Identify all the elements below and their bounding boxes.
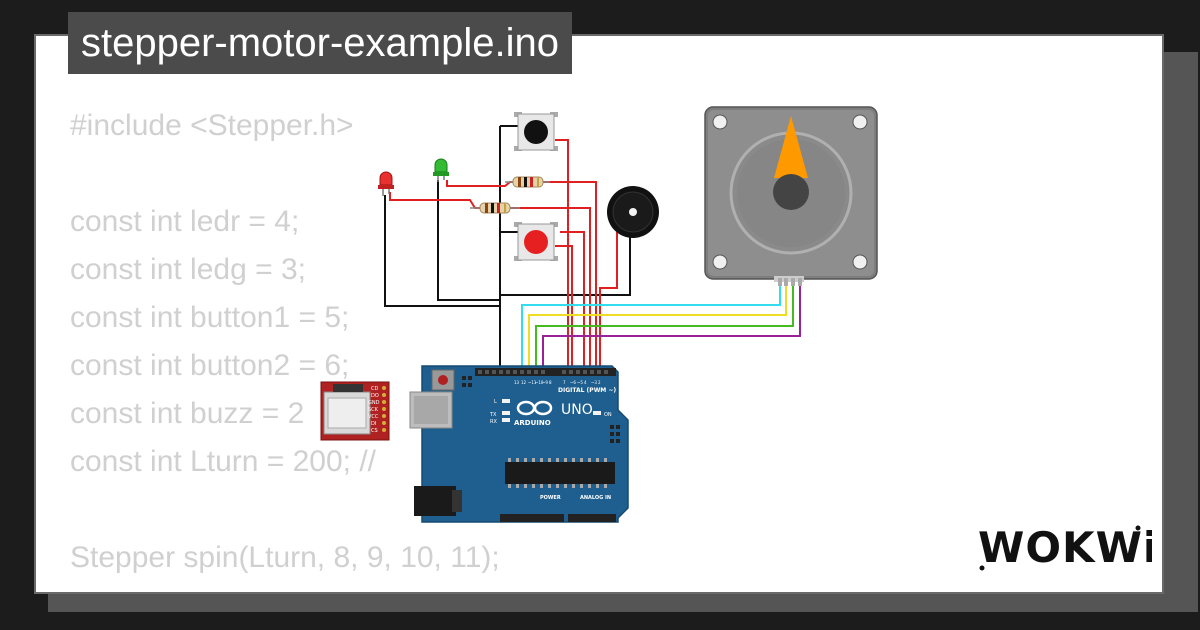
wire-black-led-red [384, 195, 500, 307]
pushbutton-red-icon [514, 222, 558, 261]
code-preview: #include <Stepper.h> const int ledr = 4;… [70, 102, 500, 582]
analog-header-label: ANALOG IN [580, 495, 611, 501]
wire-red-led-red [389, 192, 591, 368]
led-green-icon [433, 158, 449, 182]
wire-black-buzzer [500, 232, 631, 296]
project-title: stepper-motor-example.ino [68, 12, 572, 74]
code-line: const int button2 = 6; [70, 349, 350, 382]
sd-pin-label: CD [371, 386, 378, 392]
wire-red-button2 [555, 245, 573, 368]
svg-text:~3: ~3 [591, 380, 597, 385]
svg-text:4: 4 [584, 380, 587, 385]
digital-header-label: DIGITAL (PWM ~) [558, 387, 616, 394]
wires [384, 125, 801, 368]
board-model-label: UNO [561, 402, 593, 418]
svg-text:~5: ~5 [577, 380, 583, 385]
resistor-icon [505, 176, 550, 188]
svg-text:~10: ~10 [535, 380, 544, 385]
led-red-icon [378, 171, 394, 196]
sd-card-module-icon: CD DO GND SCK VCC DI CS [320, 381, 390, 441]
code-line: const int button1 = 5; [70, 301, 350, 334]
sd-pin-label: CS [371, 428, 378, 434]
rx-label: RX [490, 419, 497, 425]
power-header-label: POWER [540, 495, 561, 501]
on-label: ON [604, 412, 612, 418]
wire-cyan-motor [521, 280, 781, 368]
tx-label: TX [489, 412, 497, 418]
sd-pin-label: DO [371, 393, 379, 399]
wire-red-button2-b [560, 231, 585, 368]
code-line: const int ledg = 3; [70, 253, 306, 286]
svg-text:13: 13 [514, 380, 520, 385]
code-line: const int buzz = 2 [70, 397, 305, 430]
sd-pin-label: GND [368, 400, 380, 406]
code-line: #include <Stepper.h> [70, 109, 354, 142]
code-line: const int Lturn = 200; // [70, 445, 377, 478]
resistor-icon [470, 202, 520, 214]
svg-text:2: 2 [598, 380, 601, 385]
svg-text:~11: ~11 [528, 380, 537, 385]
wire-red-buzzer [599, 232, 618, 368]
svg-text:~9: ~9 [542, 380, 548, 385]
svg-text:8: 8 [549, 380, 552, 385]
sd-pin-label: VCC [368, 414, 379, 420]
sd-pin-label: DI [371, 421, 376, 427]
wire-green-motor [535, 280, 794, 368]
svg-text:12: 12 [521, 380, 527, 385]
svg-text:7: 7 [563, 380, 566, 385]
wire-purple-motor [542, 280, 801, 368]
wire-red-led-green [446, 180, 597, 368]
stepper-motor-icon [704, 106, 878, 286]
code-line: Stepper spin(Lturn, 8, 9, 10, 11); [70, 541, 500, 574]
sd-pin-label: SCK [368, 407, 379, 413]
l-led-label: L [494, 399, 497, 405]
code-line: const int ledr = 4; [70, 205, 300, 238]
wire-yellow-motor [528, 280, 787, 368]
buzzer-icon [607, 186, 659, 238]
wire-black-led-green [437, 180, 500, 301]
wire-red-button1 [555, 139, 569, 368]
svg-text:~6: ~6 [570, 380, 576, 385]
pushbutton-black-icon [514, 112, 558, 151]
wokwi-logo-text: WOKWi [978, 523, 1152, 572]
board-brand-label: ARDUINO [514, 419, 551, 427]
wokwi-logo-icon: WOKWi [978, 523, 1152, 572]
